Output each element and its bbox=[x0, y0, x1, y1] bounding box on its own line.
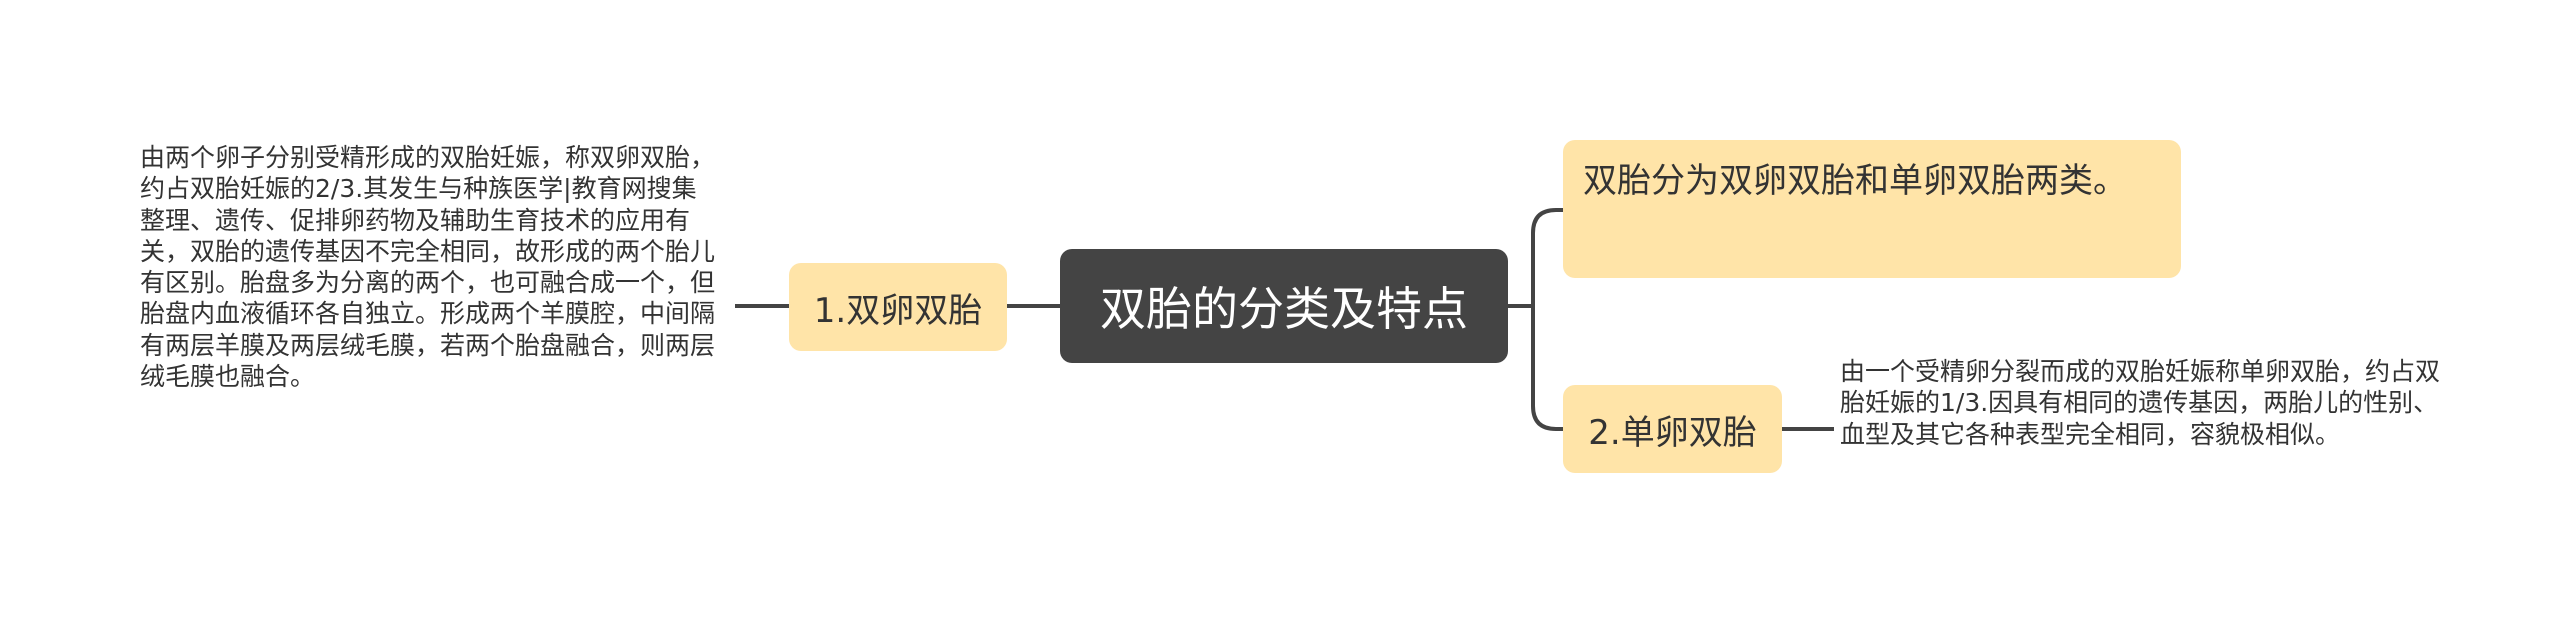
connector-fork bbox=[1531, 208, 1563, 431]
branch-monozygotic-twins[interactable]: 2.单卵双胎 bbox=[1563, 385, 1782, 473]
detail-monozygotic-text: 由一个受精卵分裂而成的双胎妊娠称单卵双胎，约占双胎妊娠的1/3.因具有相同的遗传… bbox=[1840, 357, 2441, 449]
central-topic[interactable]: 双胎的分类及特点 bbox=[1060, 249, 1508, 363]
branch-dizygotic-label: 1.双卵双胎 bbox=[813, 290, 983, 331]
branch-dizygotic-twins[interactable]: 1.双卵双胎 bbox=[789, 263, 1007, 351]
detail-dizygotic-text: 由两个卵子分别受精形成的双胎妊娠，称双卵双胎，约占双胎妊娠的2/3.其发生与种族… bbox=[140, 143, 716, 391]
branch-monozygotic-label: 2.单卵双胎 bbox=[1588, 412, 1757, 453]
detail-monozygotic-twins: 由一个受精卵分裂而成的双胎妊娠称单卵双胎，约占双胎妊娠的1/3.因具有相同的遗传… bbox=[1840, 356, 2440, 450]
central-topic-label: 双胎的分类及特点 bbox=[1100, 282, 1468, 336]
branch-twin-types[interactable]: 双胎分为双卵双胎和单卵双胎两类。 bbox=[1563, 140, 2181, 278]
branch-twin-types-label: 双胎分为双卵双胎和单卵双胎两类。 bbox=[1583, 161, 2127, 201]
detail-dizygotic-twins: 由两个卵子分别受精形成的双胎妊娠，称双卵双胎，约占双胎妊娠的2/3.其发生与种族… bbox=[140, 142, 720, 392]
